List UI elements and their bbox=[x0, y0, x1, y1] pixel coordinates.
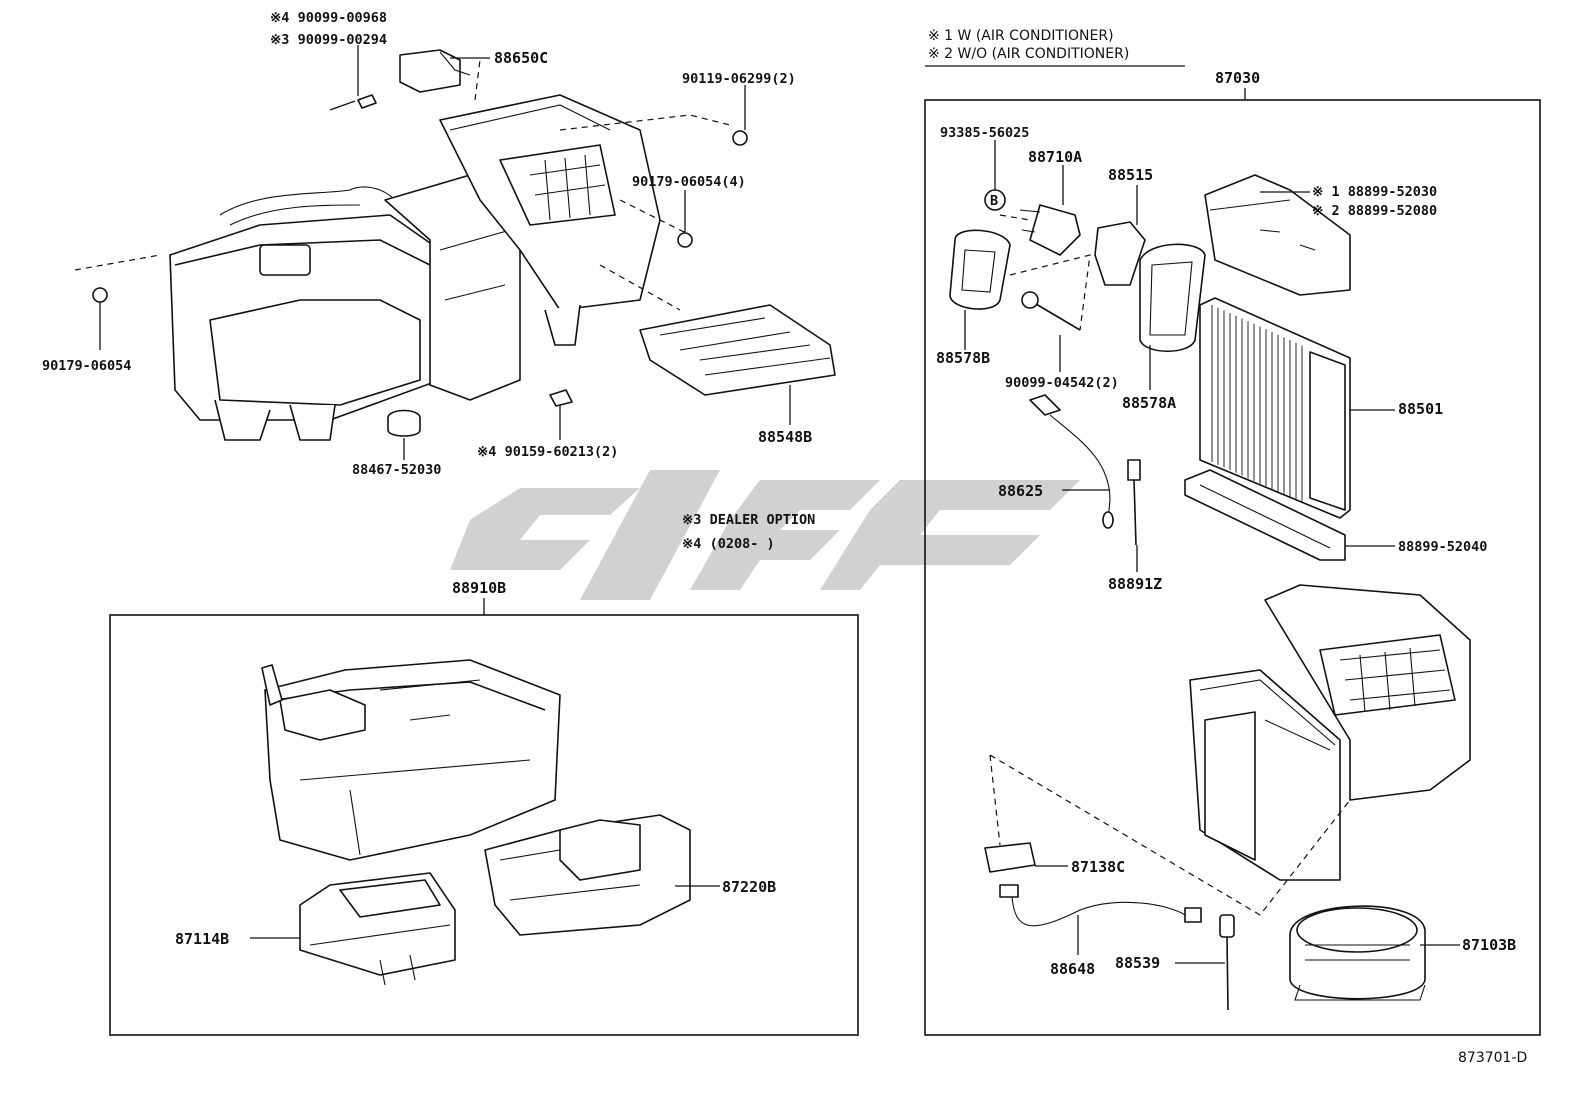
label-87030: 87030 bbox=[1215, 69, 1260, 87]
label-90099-04542: 90099-04542(2) bbox=[1005, 375, 1119, 391]
heater-unit-drawing bbox=[261, 659, 561, 861]
assembly-line-g bbox=[1009, 254, 1091, 331]
resistor-drawing bbox=[984, 842, 1036, 873]
label-87138C: 87138C bbox=[1071, 858, 1125, 876]
note-date-range: ※4 (0208- ) bbox=[682, 536, 775, 552]
expansion-valve-drawing: B bbox=[984, 189, 1081, 256]
label-90099-00294: ※3 90099-00294 bbox=[270, 32, 387, 48]
label-88899-52030: ※ 1 88899-52030 bbox=[1312, 184, 1437, 200]
label-88578A: 88578A bbox=[1122, 394, 1176, 412]
label-88710A: 88710A bbox=[1028, 148, 1082, 166]
sensor-88891Z-drawing bbox=[1127, 459, 1141, 546]
label-88891Z: 88891Z bbox=[1108, 575, 1162, 593]
note-dealer-option: ※3 DEALER OPTION bbox=[682, 512, 815, 528]
label-88578B: 88578B bbox=[936, 349, 990, 367]
thermistor-block-drawing bbox=[1094, 221, 1146, 286]
figure-id: 873701-D bbox=[1458, 1050, 1527, 1066]
wire-harness-drawing bbox=[999, 884, 1202, 927]
assembly-line-b bbox=[559, 114, 731, 131]
label-88501: 88501 bbox=[1398, 400, 1443, 418]
label-88515: 88515 bbox=[1108, 166, 1153, 184]
label-88899-52080: ※ 2 88899-52080 bbox=[1312, 203, 1437, 219]
assembly-line-d bbox=[599, 264, 681, 311]
label-88910B: 88910B bbox=[452, 579, 506, 597]
main-heater-assembly-drawing bbox=[92, 49, 836, 441]
label-B-circle: B bbox=[990, 193, 998, 209]
label-88467-52030: 88467-52030 bbox=[352, 462, 441, 478]
label-88650C: 88650C bbox=[494, 49, 548, 67]
label-87114B: 87114B bbox=[175, 930, 229, 948]
bolt-drawing bbox=[1021, 291, 1081, 331]
watermark-logo bbox=[450, 470, 1080, 600]
seal-88578B-drawing bbox=[949, 229, 1011, 310]
air-duct-drawing bbox=[299, 872, 456, 986]
label-88548B: 88548B bbox=[758, 428, 812, 446]
box-87030 bbox=[924, 99, 1541, 1036]
drain-tray-drawing bbox=[1184, 469, 1346, 561]
assembly-line-a bbox=[74, 254, 161, 271]
rod-88539-drawing bbox=[1219, 914, 1235, 1011]
label-88539: 88539 bbox=[1115, 954, 1160, 972]
seal-88578A-drawing bbox=[1139, 243, 1206, 352]
assembly-line-e bbox=[474, 59, 481, 101]
assembly-line-c bbox=[619, 199, 691, 236]
label-90119-06299: 90119-06299(2) bbox=[682, 71, 796, 87]
label-87220B: 87220B bbox=[722, 878, 776, 896]
box-88910B bbox=[109, 614, 859, 1036]
label-87103B: 87103B bbox=[1462, 936, 1516, 954]
label-88625: 88625 bbox=[998, 482, 1043, 500]
blower-case-drawing bbox=[484, 814, 691, 936]
label-93385-56025: 93385-56025 bbox=[940, 125, 1029, 141]
blower-housing-drawing bbox=[1189, 584, 1471, 881]
label-90159-60213: ※4 90159-60213(2) bbox=[477, 444, 618, 460]
evaporator-drawing bbox=[1199, 297, 1351, 519]
evaporator-fins bbox=[1211, 305, 1303, 503]
assembly-line-h bbox=[989, 754, 1351, 916]
legend-without-ac: ※ 2 W/O (AIR CONDITIONER) bbox=[928, 46, 1129, 62]
label-88899-52040: 88899-52040 bbox=[1398, 539, 1487, 555]
blower-motor-drawing bbox=[1289, 905, 1426, 1001]
legend-with-ac: ※ 1 W (AIR CONDITIONER) bbox=[928, 28, 1114, 44]
label-90179-06054: 90179-06054 bbox=[42, 358, 131, 374]
assembly-line-f bbox=[999, 214, 1031, 221]
label-90099-00968: ※4 90099-00968 bbox=[270, 10, 387, 26]
evaporator-case-top-drawing bbox=[1204, 174, 1351, 296]
sensor-88625-drawing bbox=[1029, 394, 1114, 529]
label-88648: 88648 bbox=[1050, 960, 1095, 978]
label-90179-06054-4: 90179-06054(4) bbox=[632, 174, 746, 190]
